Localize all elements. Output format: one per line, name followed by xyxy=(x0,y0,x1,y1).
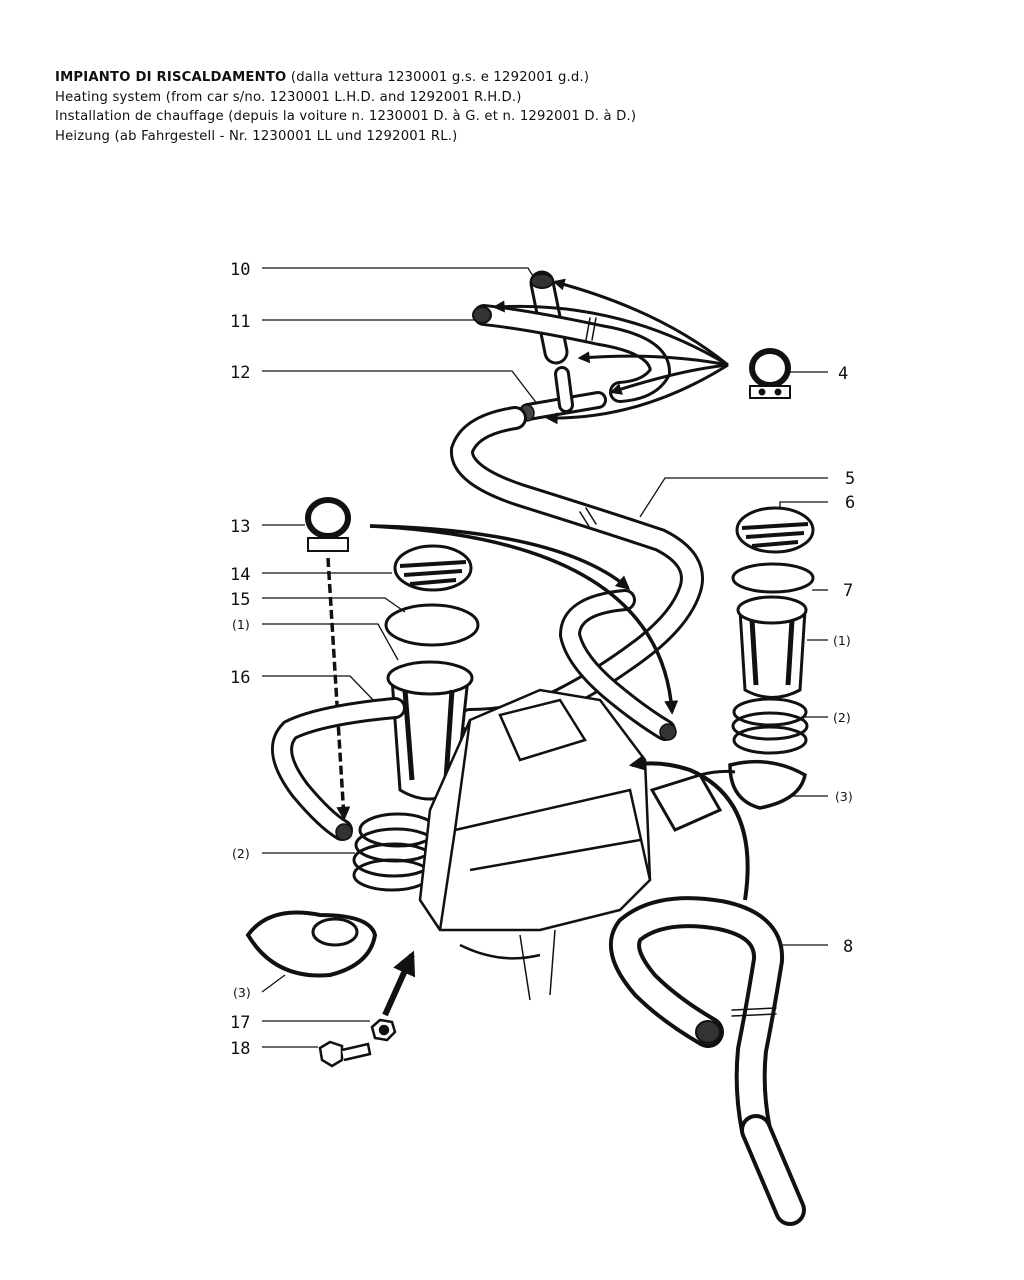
callout-14: 14 xyxy=(230,565,250,585)
callout-1-right: (1) xyxy=(833,633,851,648)
right-vent-assembly xyxy=(649,506,815,832)
bolt-18-icon xyxy=(318,1040,372,1068)
title-german: Heizung (ab Fahrgestell - Nr. 1230001 LL… xyxy=(55,128,458,144)
clamp-4-icon xyxy=(749,348,791,399)
callout-18: 18 xyxy=(230,1039,250,1059)
callout-3-left: (3) xyxy=(233,985,251,1000)
title-french: Installation de chauffage (depuis la voi… xyxy=(55,109,637,124)
callout-10: 10 xyxy=(230,260,250,280)
callout-4: 4 xyxy=(838,364,848,384)
hose-8 xyxy=(609,896,806,1226)
title-italian-bold: IMPIANTO DI RISCALDAMENTO xyxy=(55,70,287,85)
clamp-13-icon xyxy=(305,497,351,552)
callout-15: 15 xyxy=(230,590,250,610)
callout-2-left: (2) xyxy=(232,846,250,861)
callout-12: 12 xyxy=(230,363,250,383)
callout-16: 16 xyxy=(230,668,250,688)
nut-17-icon xyxy=(370,1018,397,1042)
title-italian-rest: (dalla vettura 1230001 g.s. e 1292001 g.… xyxy=(286,70,590,85)
title-english: Heating system (from car s/no. 1230001 L… xyxy=(55,89,522,105)
hose-8-arrow xyxy=(628,754,750,901)
page-header: IMPIANTO DI RISCALDAMENTO (dalla vettura… xyxy=(55,68,955,146)
callout-1-left: (1) xyxy=(232,617,250,632)
clamp-arrows xyxy=(492,278,729,425)
callout-6: 6 xyxy=(845,493,855,513)
callout-labels: 10 11 12 4 5 6 7 13 14 15 (1) (1) 16 (2)… xyxy=(230,260,855,1059)
upper-hose-assembly xyxy=(450,270,704,741)
hose-16 xyxy=(271,697,406,841)
callout-8: 8 xyxy=(843,937,853,957)
title-italian: IMPIANTO DI RISCALDAMENTO (dalla vettura… xyxy=(55,68,955,88)
callout-5: 5 xyxy=(845,469,855,489)
callout-17: 17 xyxy=(230,1013,250,1033)
heater-box xyxy=(418,688,652,1001)
callout-2-right: (2) xyxy=(833,710,851,725)
callout-13: 13 xyxy=(230,517,250,537)
bolt-arrow xyxy=(382,950,416,1017)
callout-3-right: (3) xyxy=(835,789,853,804)
callout-11: 11 xyxy=(230,312,250,332)
clamp-13-arrows xyxy=(326,524,679,821)
callout-7: 7 xyxy=(843,581,853,601)
